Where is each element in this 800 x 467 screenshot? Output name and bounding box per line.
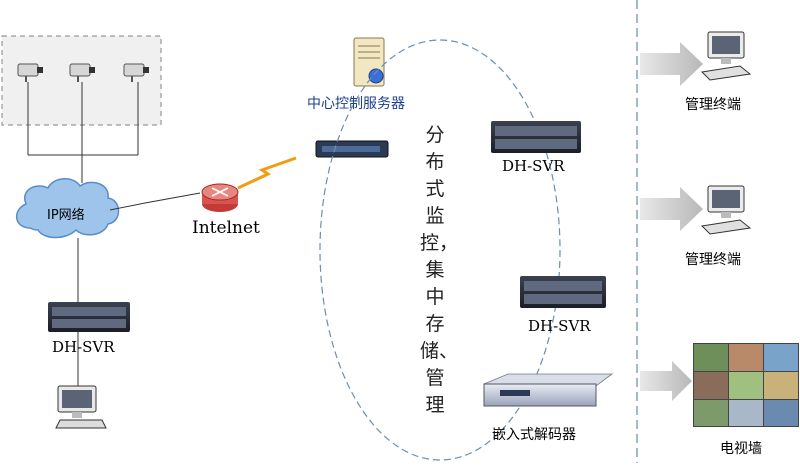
computer-icon bbox=[700, 31, 752, 81]
arrow-right-icon bbox=[640, 187, 703, 231]
video-wall-icon bbox=[693, 343, 799, 427]
terminal-top-label: 管理终端 bbox=[685, 97, 741, 113]
rack-server-icon bbox=[491, 121, 581, 153]
decoder-box-icon bbox=[483, 373, 614, 407]
router-icon bbox=[201, 183, 239, 212]
network-switch-icon bbox=[315, 140, 389, 158]
camera-icon bbox=[17, 63, 43, 82]
rack-server-icon bbox=[520, 276, 606, 308]
internet-label: Intelnet bbox=[192, 218, 260, 238]
ip-network-label: IP网络 bbox=[47, 208, 85, 223]
rack-server-icon bbox=[48, 302, 130, 332]
computer-icon bbox=[55, 385, 107, 429]
cloud-icon bbox=[16, 178, 120, 239]
distributed-storage-vertical-text: 分布式监控，集中存储、管理 bbox=[420, 124, 459, 416]
camera-wiring bbox=[27, 82, 139, 183]
svr-middle-top-label: DH-SVR bbox=[502, 157, 565, 175]
svr-middle-bottom-label: DH-SVR bbox=[528, 317, 591, 335]
lightning-link-icon bbox=[237, 156, 297, 190]
camera-icon bbox=[69, 63, 95, 82]
camera-icon bbox=[123, 63, 149, 82]
tv-wall-label: 电视墙 bbox=[720, 441, 762, 457]
terminal-bottom-label: 管理终端 bbox=[685, 252, 741, 268]
center-server-label: 中心控制服务器 bbox=[307, 96, 405, 112]
svr-left-label: DH-SVR bbox=[52, 338, 115, 356]
arrow-right-icon bbox=[640, 361, 692, 401]
arrow-right-icon bbox=[640, 42, 703, 86]
computer-icon bbox=[700, 185, 752, 235]
storage-ellipse bbox=[319, 39, 561, 461]
decoder-label: 嵌入式解码器 bbox=[492, 427, 576, 443]
server-tower-icon bbox=[353, 37, 385, 87]
